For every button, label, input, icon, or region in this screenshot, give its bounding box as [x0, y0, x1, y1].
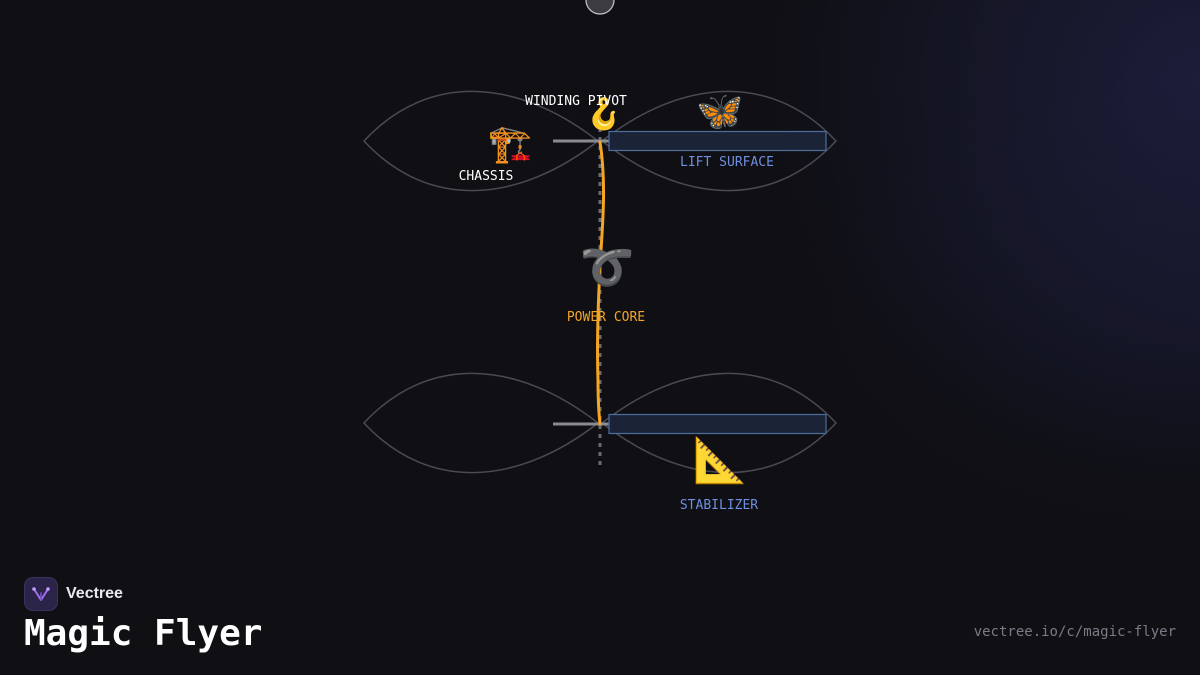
lift-surface-panel [608, 130, 827, 152]
stabilizer-label: STABILIZER [680, 498, 758, 513]
brand-name: Vectree [66, 585, 123, 602]
page-title: Magic Flyer [24, 613, 263, 654]
crane-icon: 🏗️ [488, 124, 533, 165]
triangular-ruler-icon: 📐 [693, 435, 748, 486]
lower-wing-right-lobe [600, 372, 838, 474]
stabilizer-panel [608, 413, 827, 435]
rubber-band-line [596, 140, 606, 426]
winding-pivot-label: WINDING PIVOT [525, 94, 627, 109]
chassis-label: CHASSIS [459, 169, 514, 184]
butterfly-icon: 🦋 [696, 89, 743, 133]
upper-wing-left-lobe [362, 90, 600, 192]
vectree-logo-icon [24, 577, 58, 611]
brand: Vectree [24, 577, 123, 611]
lower-wing-left-lobe [362, 372, 600, 474]
upper-wing-right-lobe [600, 90, 838, 192]
source-url[interactable]: vectree.io/c/magic-flyer [973, 624, 1176, 640]
pivot-indicator [585, 0, 615, 15]
lift-surface-label: LIFT SURFACE [680, 155, 774, 170]
loop-icon: ➰ [580, 242, 635, 293]
power-core-label: POWER CORE [567, 310, 645, 325]
hook-icon: 🪝 [585, 96, 622, 132]
